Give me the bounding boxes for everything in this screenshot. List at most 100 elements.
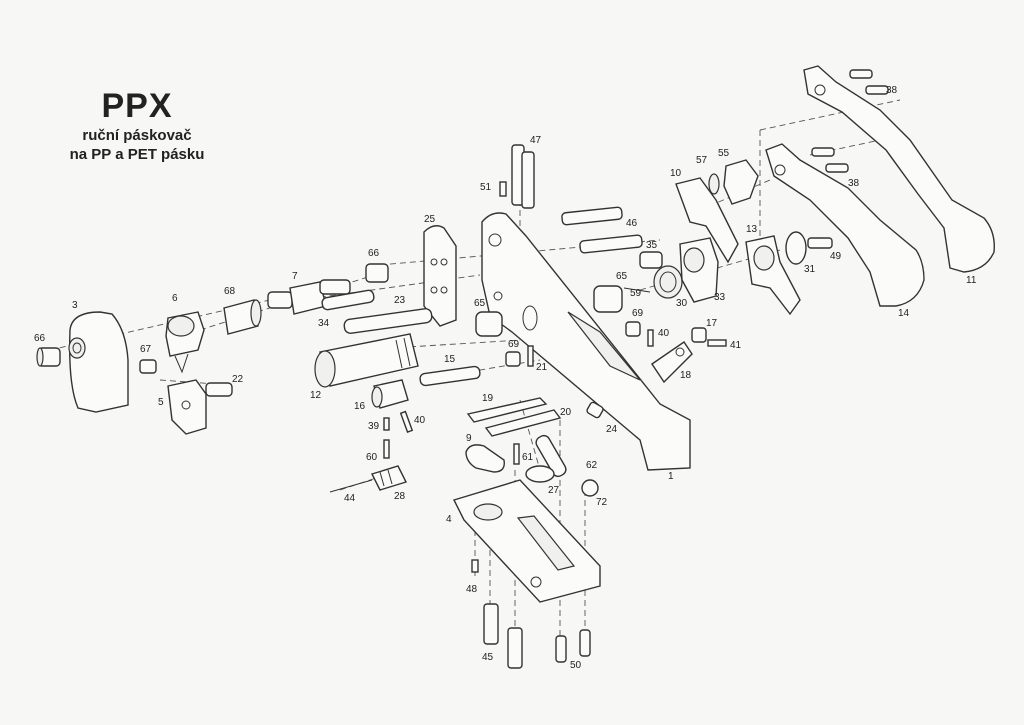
part-46-bolt-2 <box>579 234 643 254</box>
label-part-59: 59 <box>630 288 642 299</box>
part-23-rod <box>343 308 433 334</box>
label-part-30: 30 <box>676 298 688 309</box>
label-part-69-left: 69 <box>508 339 520 350</box>
part-39-pin <box>383 417 390 431</box>
part-5-bracket <box>167 379 207 435</box>
label-part-60: 60 <box>366 452 378 463</box>
label-part-15: 15 <box>444 354 456 365</box>
part-25-side-plate <box>423 225 457 327</box>
part-51-pin <box>499 181 507 197</box>
part-27-disc <box>525 465 555 483</box>
part-28-clamp <box>371 465 407 491</box>
label-part-1: 1 <box>668 471 674 482</box>
part-57-washer <box>708 173 720 195</box>
label-part-67: 67 <box>140 344 152 355</box>
part-67-bush <box>139 359 157 374</box>
label-part-51: 51 <box>480 182 492 193</box>
label-part-55: 55 <box>718 148 730 159</box>
label-part-66-upper: 66 <box>368 248 380 259</box>
label-part-7: 7 <box>292 271 298 282</box>
part-35-bush <box>639 251 663 269</box>
label-part-17: 17 <box>706 318 718 329</box>
drawing-title: PPX <box>101 87 173 125</box>
part-69-bush-left <box>505 351 521 367</box>
label-part-65-left: 65 <box>474 298 486 309</box>
label-part-50: 50 <box>570 660 582 671</box>
part-13-block <box>745 235 801 316</box>
label-part-48: 48 <box>466 584 478 595</box>
part-41-pin <box>707 339 727 347</box>
part-22-pin <box>205 382 233 397</box>
part-14-handle <box>765 143 925 307</box>
part-38-pin-a1 <box>849 69 873 79</box>
label-part-27: 27 <box>548 485 560 496</box>
label-part-34: 34 <box>318 318 330 329</box>
title-block: PPX ruční páskovač na PP a PET pásku <box>52 86 222 164</box>
part-10-bracket <box>675 177 739 264</box>
label-part-40-right: 40 <box>658 328 670 339</box>
part-59-pin <box>623 287 651 293</box>
part-24-pin <box>586 401 604 419</box>
label-part-46: 46 <box>626 218 638 229</box>
part-30-gear <box>653 265 683 299</box>
part-61-pin <box>513 443 520 465</box>
label-part-6: 6 <box>172 293 178 304</box>
label-part-31: 31 <box>804 264 816 275</box>
label-part-57: 57 <box>696 155 708 166</box>
part-21-pin <box>527 345 534 367</box>
label-part-62: 62 <box>586 460 598 471</box>
part-47-screws <box>511 144 535 209</box>
part-31-disc <box>785 231 807 265</box>
part-66-bush-upper <box>365 263 389 283</box>
part-62-rod <box>535 434 567 478</box>
part-33-housing <box>679 237 719 303</box>
label-part-72: 72 <box>596 497 608 508</box>
label-part-24: 24 <box>606 424 618 435</box>
label-part-69-right: 69 <box>632 308 644 319</box>
label-part-61: 61 <box>522 452 534 463</box>
part-49-screw <box>807 237 833 249</box>
label-part-12: 12 <box>310 390 322 401</box>
label-part-3: 3 <box>72 300 78 311</box>
part-3-housing <box>68 311 129 413</box>
part-18-lever <box>651 341 693 384</box>
part-48-screw <box>471 559 479 573</box>
label-part-35: 35 <box>646 240 658 251</box>
label-part-45: 45 <box>482 652 494 663</box>
label-part-11: 11 <box>966 275 977 286</box>
part-15-rod <box>419 365 481 387</box>
part-45-screw-1 <box>483 603 499 645</box>
label-part-23: 23 <box>394 295 406 306</box>
part-4-base-plate <box>453 479 601 603</box>
part-20-plate <box>484 409 562 437</box>
label-part-65-right: 65 <box>616 271 628 282</box>
part-11-handle <box>803 65 995 273</box>
label-part-38-upper: 38 <box>886 85 898 96</box>
label-part-68: 68 <box>224 286 236 297</box>
part-69-bush-right <box>625 321 641 337</box>
part-72-ball <box>581 479 599 497</box>
label-part-38-lower: 38 <box>848 178 860 189</box>
part-38-pin-b1 <box>811 147 835 157</box>
part-65-bush-left <box>475 311 503 337</box>
part-55-nut <box>723 159 759 205</box>
label-part-14: 14 <box>898 308 910 319</box>
label-part-47: 47 <box>530 135 542 146</box>
label-part-18: 18 <box>680 370 692 381</box>
part-45-screw-2 <box>507 627 523 669</box>
part-65-bush-right <box>593 285 623 313</box>
drawing-subtitle-line1: ruční páskovač <box>82 127 192 144</box>
label-part-49: 49 <box>830 251 842 262</box>
part-1-main-frame <box>481 212 691 471</box>
part-7-shaft <box>267 279 351 315</box>
part-50-screw-1 <box>555 635 567 663</box>
label-part-33: 33 <box>714 292 726 303</box>
part-9-cover <box>465 444 505 473</box>
label-part-4: 4 <box>446 514 452 525</box>
part-38-pin-b2 <box>825 163 849 173</box>
label-part-5: 5 <box>158 397 164 408</box>
label-part-10: 10 <box>670 168 682 179</box>
label-part-44: 44 <box>344 493 356 504</box>
